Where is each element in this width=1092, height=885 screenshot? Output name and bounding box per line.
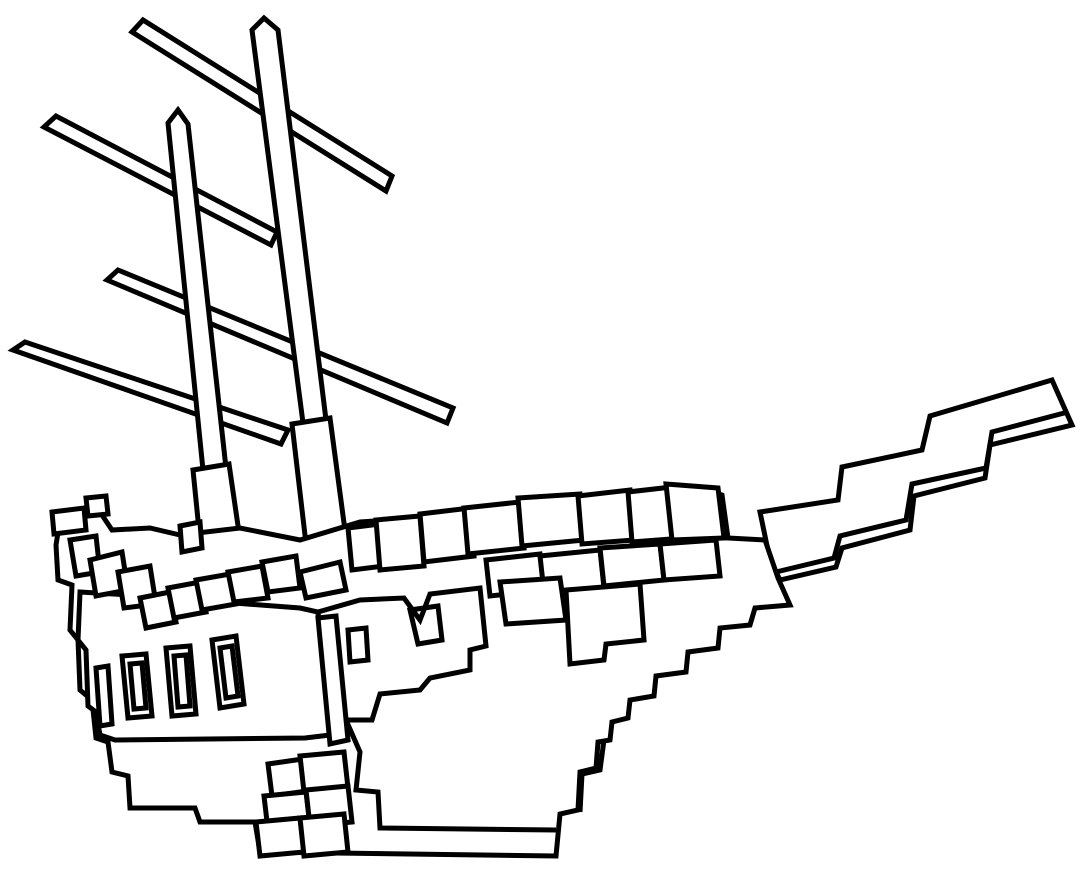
bowsprit xyxy=(757,376,1076,583)
hull xyxy=(49,481,794,859)
masts xyxy=(165,14,353,582)
hull-breach xyxy=(315,585,489,748)
deck-debris xyxy=(49,493,349,631)
hull-lower-steps xyxy=(343,718,557,833)
bowsprit-shadow-line xyxy=(775,409,1069,575)
left-mast-upper xyxy=(165,105,229,473)
upper-yard-left-mast xyxy=(39,112,281,249)
stern-rubble xyxy=(253,749,355,859)
bowsprit-beam xyxy=(757,376,1076,583)
midship-blocks xyxy=(345,481,727,667)
yards xyxy=(7,16,457,448)
stern-window-4 xyxy=(93,663,115,729)
right-mast-upper xyxy=(249,14,329,426)
stern-windows xyxy=(93,633,247,729)
lower-yard-left-mast xyxy=(7,339,292,448)
